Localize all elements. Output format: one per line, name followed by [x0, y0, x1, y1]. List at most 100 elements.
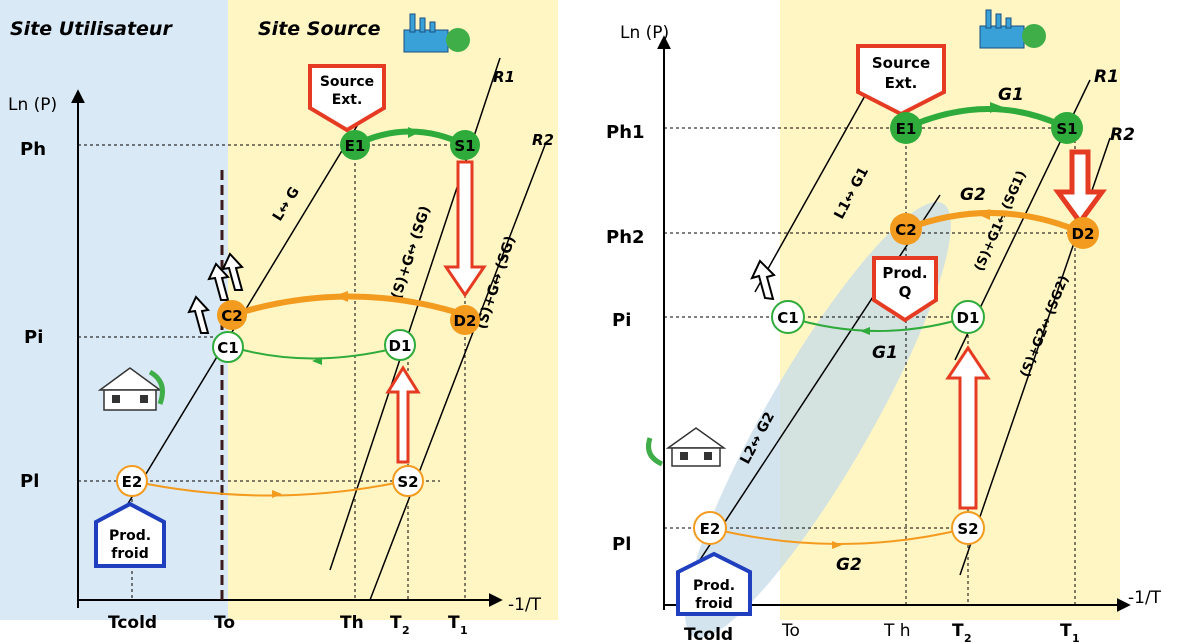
pressure-pl-label: Pl [20, 471, 39, 492]
node-s2-label: S2 [397, 473, 418, 491]
right-house-icon [646, 427, 727, 467]
node-e2-label: E2 [122, 473, 143, 491]
right-node-s2-label: S2 [957, 520, 978, 538]
right-node-c1-label: C1 [777, 309, 798, 327]
source-site-background [228, 0, 558, 620]
x-axis-label: -1/T [508, 595, 542, 615]
right-tick-th: T h [883, 621, 911, 641]
right-node-e1: E1 [890, 112, 922, 144]
right-node-d1: D1 [951, 300, 985, 334]
node-d2-label: D2 [454, 312, 477, 330]
node-e1-label: E1 [345, 137, 366, 155]
right-tick-t2-sub: 2 [964, 632, 972, 644]
right-source-ext-badge: Source Ext. [856, 44, 946, 117]
node-c2: C2 [217, 300, 247, 330]
d2-c2-arrowhead [334, 291, 348, 302]
site-source-label: Site Source [258, 18, 381, 40]
pressure-ph2-label: Ph2 [606, 227, 645, 248]
tick-t2: T [390, 613, 402, 633]
g2-top-label: G2 [960, 185, 986, 205]
right-tick-to: To [781, 621, 800, 641]
pressure-ph1-label: Ph1 [606, 122, 645, 143]
right-d1-c1-arrowhead [860, 327, 870, 335]
right-e1-s1-arrowhead [990, 102, 1003, 113]
tick-to: To [214, 613, 235, 633]
right-node-e1-label: E1 [896, 120, 917, 138]
tick-t2-sub: 2 [402, 624, 410, 637]
source-ext-line1: Source [320, 74, 374, 90]
node-e2: E2 [116, 465, 148, 497]
right-r1-label: R1 [1094, 67, 1119, 87]
right-heat-release-arrow [750, 259, 776, 301]
source-ext-badge: Source Ext. [308, 64, 386, 133]
cycle-2-highlight [685, 201, 951, 639]
node-d1: D1 [384, 329, 416, 361]
prod-q-line2: Q [899, 283, 912, 301]
node-s1-label: S1 [454, 137, 475, 155]
site-user-label: Site Utilisateur [10, 18, 173, 40]
r2-line [369, 144, 546, 601]
node-c1: C1 [212, 331, 244, 363]
right-node-e2: E2 [693, 511, 727, 545]
right-e1-s1-arc [904, 106, 1069, 131]
source-ext-line2: Ext. [332, 92, 363, 108]
right-node-s2: S2 [951, 511, 985, 545]
right-panel: Ln (P) -1/T Ph1 Ph2 Pi Pl R1 R2 L1↔ G1 L… [606, 0, 1162, 644]
right-node-e2-label: E2 [700, 520, 721, 538]
g1-mid-label: G1 [872, 343, 898, 363]
right-node-c1: C1 [771, 300, 805, 334]
pressure-pi-label: Pi [24, 327, 43, 348]
right-x-axis-label: -1/T [1128, 588, 1162, 608]
d2-c2-arc [231, 293, 466, 318]
d1-c1-arc [231, 346, 401, 360]
prod-froid-line1: Prod. [109, 528, 151, 544]
right-tick-tcold: Tcold [684, 625, 733, 644]
right-node-d1-label: D1 [957, 309, 980, 327]
node-s2: S2 [392, 465, 424, 497]
g2-bottom-label: G2 [836, 555, 862, 575]
prod-q-line1: Prod. [882, 264, 927, 282]
right-heat-arrow-down [1053, 149, 1107, 227]
right-tick-t2: T [952, 621, 964, 641]
pressure-ph-label: Ph [20, 139, 46, 160]
tick-t1: T [448, 613, 460, 633]
right-d2-c2-arrowhead [977, 209, 990, 220]
left-panel: Site Utilisateur Site Source Ln (P) -1/T… [0, 0, 558, 637]
node-e1: E1 [340, 130, 370, 160]
right-source-ext-line2: Ext. [885, 74, 918, 92]
prod-q-badge: Prod. Q [872, 256, 938, 323]
right-node-d2-label: D2 [1072, 225, 1095, 243]
prod-froid-line2: froid [111, 546, 148, 562]
right-node-s1: S1 [1051, 112, 1083, 144]
right-factory-icon [979, 9, 1046, 49]
e1-s1-arrowhead [408, 127, 420, 138]
right-prod-froid-line1: Prod. [693, 578, 735, 594]
l1-g1-line [754, 59, 886, 293]
factory-icon [403, 13, 470, 53]
right-node-s1-label: S1 [1056, 120, 1077, 138]
tick-t1-sub: 1 [460, 624, 468, 637]
node-c2-label: C2 [221, 307, 242, 325]
right-e2-s2-arc [709, 527, 969, 545]
right-node-c2: C2 [890, 213, 922, 245]
tick-tcold: Tcold [108, 613, 157, 633]
right-node-d2: D2 [1067, 217, 1099, 249]
right-prod-froid-badge: Prod. froid [676, 551, 752, 616]
right-d2-c2-arc [904, 210, 1085, 236]
right-heat-arrow-up [945, 345, 991, 510]
right-e2-s2-arrowhead [832, 541, 842, 549]
right-node-c2-label: C2 [895, 221, 916, 239]
right-d1-c1-arc [787, 316, 969, 332]
l-g-line [117, 87, 381, 521]
right-r2-label: R2 [1110, 125, 1135, 145]
d1-c1-arrowhead [312, 357, 322, 365]
prod-froid-badge: Prod. froid [94, 501, 166, 568]
pressure-pi-label-right: Pi [612, 310, 631, 331]
y-axis-label: Ln (P) [8, 95, 57, 115]
pressure-pl-label-right: Pl [612, 534, 631, 555]
house-icon [97, 367, 165, 411]
node-c1-label: C1 [217, 339, 238, 357]
node-d2: D2 [450, 305, 480, 335]
g1-top-label: G1 [998, 85, 1024, 105]
